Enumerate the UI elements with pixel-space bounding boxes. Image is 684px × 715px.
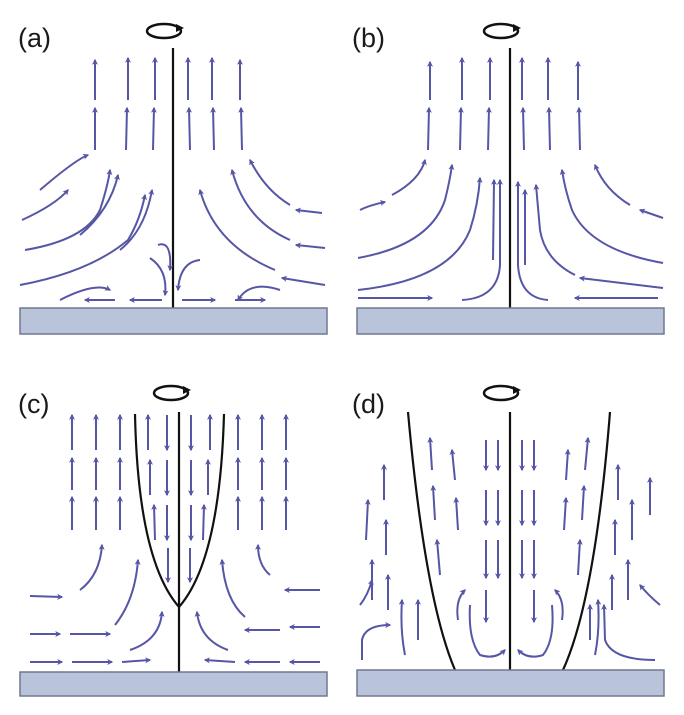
panel-b: (b) <box>352 22 665 335</box>
separation-boundary-right <box>561 411 612 671</box>
panel-a: (a) <box>18 22 328 335</box>
rotation-arrow-icon <box>145 22 184 40</box>
panel-c-label: (c) <box>18 389 49 419</box>
panel-c: (c) <box>18 384 328 697</box>
separation-boundary <box>133 413 226 609</box>
separation-boundary-left <box>406 411 457 671</box>
streamlines-d <box>359 436 661 661</box>
panel-d: (d) <box>352 384 665 697</box>
rotation-arrow-icon <box>482 384 521 402</box>
rotation-arrow-icon <box>152 384 191 402</box>
panel-a-label: (a) <box>18 23 51 53</box>
streamlines-a <box>19 56 326 303</box>
streamlines-c <box>29 413 320 665</box>
panel-d-label: (d) <box>352 389 385 419</box>
streamlines-b <box>357 56 664 301</box>
panel-b-label: (b) <box>352 23 385 53</box>
rotation-arrow-icon <box>482 22 521 40</box>
ground-surface <box>356 307 665 335</box>
ground-surface <box>19 307 328 335</box>
ground-surface <box>19 671 328 697</box>
ground-surface <box>356 669 665 697</box>
